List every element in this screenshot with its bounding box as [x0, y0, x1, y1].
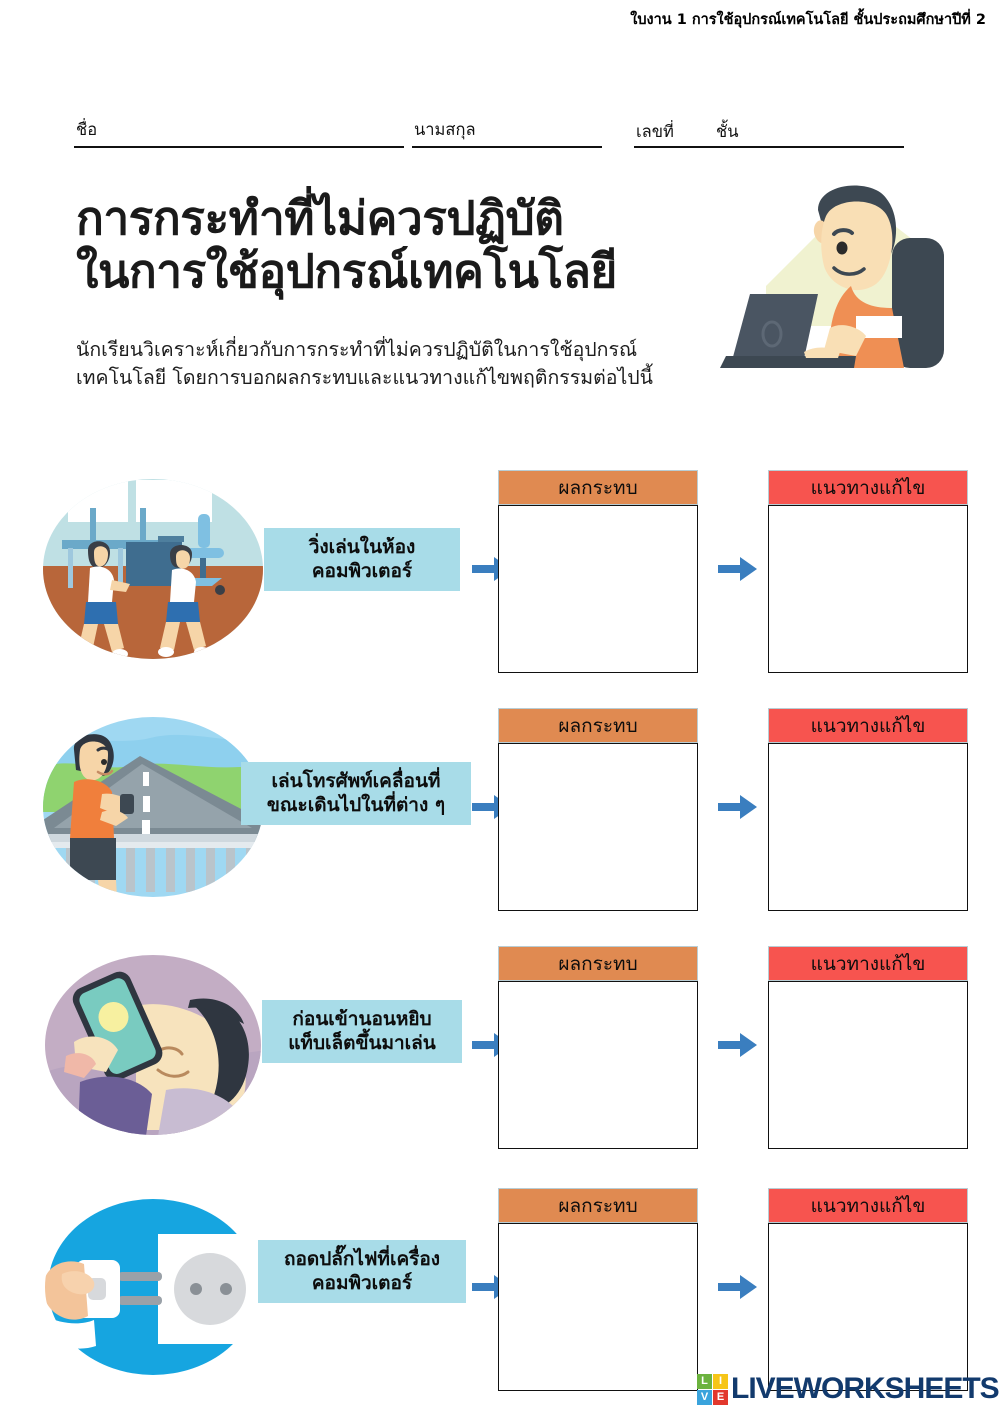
children-running-in-computer-room-image: [40, 478, 266, 660]
instructions-text: นักเรียนวิเคราะห์เกี่ยวกับการกระทำที่ไม่…: [76, 338, 653, 389]
solution-answer-box[interactable]: [768, 1223, 968, 1391]
surname-field[interactable]: นามสกุล: [412, 112, 602, 148]
behavior-label-line1: วิ่งเล่นในห้อง: [308, 536, 416, 558]
impact-answer-box[interactable]: [498, 1223, 698, 1391]
logo-tile-v: V: [697, 1389, 712, 1405]
boy-using-laptop-illustration: [706, 176, 958, 372]
arrow-to-solution-icon: [718, 792, 758, 822]
person-using-tablet-in-bed-image: [40, 954, 266, 1136]
page-title-line1: การกระทำที่ไม่ควรปฏิบัติ: [76, 191, 564, 245]
number-field-label: เลขที่: [636, 122, 674, 141]
student-info-fields: ชื่อ นามสกุล เลขที่ ชั้น: [74, 112, 904, 148]
behavior-label-line2: คอมพิวเตอร์: [311, 1272, 413, 1295]
impact-answer-box[interactable]: [498, 743, 698, 911]
arrow-to-solution-icon: [718, 1272, 758, 1302]
impact-cell: ผลกระทบ: [498, 708, 698, 911]
solution-column-header: แนวทางแก้ไข: [768, 1188, 968, 1223]
behavior-label-line1: ถอดปลั๊กไฟที่เครื่อง: [283, 1248, 441, 1270]
behavior-label-line2: ขณะเดินไปในที่ต่าง ๆ: [266, 794, 446, 817]
impact-column-header: ผลกระทบ: [498, 1188, 698, 1223]
page-title-line2: ในการใช้อุปกรณ์เทคโนโลยี: [76, 244, 617, 299]
solution-answer-box[interactable]: [768, 743, 968, 911]
boy-using-phone-while-walking-image: [40, 716, 266, 898]
solution-cell: แนวทางแก้ไข: [768, 470, 968, 673]
solution-cell: แนวทางแก้ไข: [768, 1188, 968, 1391]
surname-field-label: นามสกุล: [414, 120, 476, 139]
liveworksheets-wordmark: LIVEWORKSHEETS: [731, 1372, 1000, 1405]
behavior-label-line1: ก่อนเข้านอนหยิบ: [292, 1008, 432, 1030]
impact-answer-box[interactable]: [498, 981, 698, 1149]
impact-answer-box[interactable]: [498, 505, 698, 673]
solution-answer-box[interactable]: [768, 981, 968, 1149]
solution-column-header: แนวทางแก้ไข: [768, 946, 968, 981]
behavior-label: เล่นโทรศัพท์เคลื่อนที่ ขณะเดินไปในที่ต่า…: [241, 762, 471, 825]
logo-tile-e: E: [713, 1389, 728, 1405]
name-field[interactable]: ชื่อ: [74, 112, 404, 148]
impact-column-header: ผลกระทบ: [498, 470, 698, 505]
impact-cell: ผลกระทบ: [498, 1188, 698, 1391]
logo-tile-l: L: [697, 1373, 712, 1389]
document-header-line: ใบงาน 1 การใช้อุปกรณ์เทคโนโลยี ชั้นประถม…: [630, 12, 986, 28]
solution-cell: แนวทางแก้ไข: [768, 708, 968, 911]
solution-column-header: แนวทางแก้ไข: [768, 708, 968, 743]
solution-column-header: แนวทางแก้ไข: [768, 470, 968, 505]
liveworksheets-logo[interactable]: L I V E LIVEWORKSHEETS: [697, 1372, 1000, 1406]
impact-cell: ผลกระทบ: [498, 946, 698, 1149]
hand-unplugging-power-plug-image: [40, 1196, 266, 1378]
behavior-label-line2: แท็บเล็ตขึ้นมาเล่น: [288, 1032, 436, 1055]
behavior-label: วิ่งเล่นในห้อง คอมพิวเตอร์: [264, 528, 460, 591]
solution-cell: แนวทางแก้ไข: [768, 946, 968, 1149]
name-field-label: ชื่อ: [76, 120, 98, 139]
solution-answer-box[interactable]: [768, 505, 968, 673]
class-field[interactable]: ชั้น: [714, 114, 904, 148]
impact-column-header: ผลกระทบ: [498, 708, 698, 743]
behavior-label: ก่อนเข้านอนหยิบ แท็บเล็ตขึ้นมาเล่น: [262, 1000, 462, 1063]
impact-column-header: ผลกระทบ: [498, 946, 698, 981]
number-field[interactable]: เลขที่: [634, 114, 754, 148]
impact-cell: ผลกระทบ: [498, 470, 698, 673]
class-field-label: ชั้น: [716, 122, 739, 141]
arrow-to-solution-icon: [718, 554, 758, 584]
logo-tile-i: I: [713, 1373, 728, 1389]
behavior-label: ถอดปลั๊กไฟที่เครื่อง คอมพิวเตอร์: [258, 1240, 466, 1303]
number-and-class-field[interactable]: [634, 112, 904, 148]
page-title: การกระทำที่ไม่ควรปฏิบัติ ในการใช้อุปกรณ์…: [76, 191, 696, 299]
behavior-label-line1: เล่นโทรศัพท์เคลื่อนที่: [271, 770, 441, 792]
arrow-to-solution-icon: [718, 1030, 758, 1060]
behavior-label-line2: คอมพิวเตอร์: [311, 560, 413, 583]
liveworksheets-logo-tiles: L I V E: [697, 1373, 728, 1405]
